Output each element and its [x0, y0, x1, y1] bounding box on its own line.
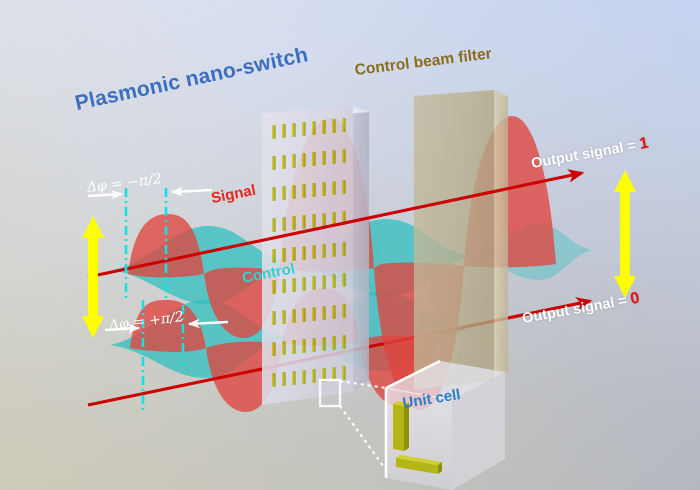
unit-cell-inset	[339, 359, 505, 490]
phase-arrow-lower-left	[104, 323, 141, 334]
cell-side-face	[452, 372, 505, 490]
phase-markers-lower	[104, 300, 229, 410]
cell-top-face	[386, 361, 505, 400]
phase-arrow-upper-right	[170, 186, 213, 197]
unit-cell-nanorods	[393, 401, 442, 474]
beam-arrows	[87, 169, 585, 279]
phase-markers-upper	[87, 186, 213, 300]
polarization-arrow-right	[614, 170, 636, 298]
nanorod-array	[272, 118, 346, 387]
upper-beam-arrow	[87, 169, 585, 279]
polarization-arrow-left	[82, 216, 104, 338]
callout-line-bottom	[339, 405, 387, 471]
callout-line-top	[339, 380, 387, 389]
metasurface-panel	[262, 106, 369, 408]
unit-cell-highlight-box	[318, 378, 342, 408]
phase-arrow-lower-right	[187, 318, 229, 329]
phase-arrow-upper-left	[87, 189, 124, 200]
control-beam-filter-panel	[414, 90, 508, 390]
